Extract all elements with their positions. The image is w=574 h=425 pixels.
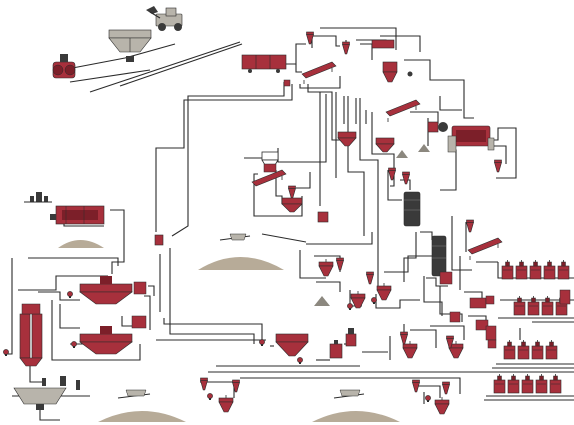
stockpile-icon xyxy=(98,411,186,422)
pump-icon xyxy=(154,234,164,246)
thickener-icon xyxy=(79,315,147,355)
flotation-cell-icon xyxy=(503,339,516,360)
column-cell-icon xyxy=(403,191,421,227)
hydrocyclone-icon xyxy=(400,331,408,345)
pump-icon xyxy=(258,338,266,347)
flotation-cell-bank xyxy=(485,289,571,349)
hydrocyclone-icon xyxy=(442,381,450,395)
front-loader-icon xyxy=(146,6,183,31)
flotation-cell-icon xyxy=(521,373,534,394)
pump-icon xyxy=(296,356,304,365)
flotation-cell-icon xyxy=(535,373,548,394)
stockpile-icon xyxy=(312,411,400,422)
hydrocyclone-icon xyxy=(200,377,208,391)
hydrocyclone-icon xyxy=(466,219,474,233)
flotation-cell-icon xyxy=(375,137,395,153)
flotation-cell-icon xyxy=(345,328,357,347)
thickener-icon xyxy=(79,276,147,305)
vibrating-screen-icon xyxy=(251,169,287,193)
pipe-network xyxy=(4,27,574,421)
flotation-cell-icon xyxy=(545,339,558,360)
feed-hopper-icon xyxy=(108,29,152,62)
pump-icon xyxy=(346,302,354,311)
flotation-cell-icon xyxy=(434,396,450,415)
vibrating-screen-icon xyxy=(385,99,421,123)
flotation-cell-bank xyxy=(493,373,562,394)
flotation-cell-icon xyxy=(529,259,542,280)
thickener-icon xyxy=(261,151,279,173)
flotation-cell-icon xyxy=(543,259,556,280)
ball-mill-icon xyxy=(447,125,495,153)
jaw-crusher-icon xyxy=(50,205,105,225)
hydrocyclone-icon xyxy=(494,159,502,173)
stockpile-icon xyxy=(396,150,408,158)
flotation-cell-icon xyxy=(527,295,540,316)
flotation-cell-icon xyxy=(557,259,570,280)
jaw-crusher-icon xyxy=(52,54,76,79)
conveyor-icon xyxy=(333,389,365,399)
flotation-cell-icon xyxy=(541,295,554,316)
flotation-cell-icon xyxy=(549,373,562,394)
grizzly-feeder-icon xyxy=(241,54,291,87)
flotation-cell-icon xyxy=(493,373,506,394)
flotation-cell-icon xyxy=(531,339,544,360)
flotation-cell-bank xyxy=(501,259,570,280)
pump-icon xyxy=(2,348,10,357)
pump-icon xyxy=(70,340,78,349)
reclaim-tunnel-icon xyxy=(24,192,52,203)
stockpile-icon xyxy=(198,257,284,270)
flotation-cell-icon xyxy=(275,333,309,357)
pump-icon xyxy=(317,211,329,223)
flotation-cell-icon xyxy=(337,131,357,147)
flotation-cell-icon xyxy=(513,295,526,316)
pump-icon xyxy=(206,392,214,401)
vibrating-screen-icon xyxy=(301,61,337,85)
flotation-cell-icon xyxy=(517,339,530,360)
hydrocyclone-icon xyxy=(342,41,350,55)
flotation-cell-icon xyxy=(501,259,514,280)
pump-icon xyxy=(66,290,74,299)
stockpile-icon xyxy=(418,144,430,152)
stockpile-icon xyxy=(314,296,330,306)
filter-press-icon xyxy=(19,303,43,367)
hydrocyclone-icon xyxy=(288,185,296,199)
hydrocyclone-icon xyxy=(336,257,344,271)
flotation-cell-icon xyxy=(515,259,528,280)
flotation-cell-icon xyxy=(507,373,520,394)
vibrating-screen-icon xyxy=(467,237,503,261)
hydrocyclone-icon xyxy=(402,171,410,185)
rod-mill-icon xyxy=(382,61,413,83)
tailings-tank-icon xyxy=(13,376,80,410)
flotation-cell-icon xyxy=(439,271,495,331)
hydrocyclone-icon xyxy=(427,121,448,133)
flotation-cell-icon xyxy=(318,258,334,277)
flotation-cell-icon xyxy=(376,282,392,301)
flotation-cell-bank xyxy=(503,339,558,360)
column-cell-icon xyxy=(431,235,447,277)
flotation-cell-icon xyxy=(218,394,234,413)
stockpile-icon xyxy=(58,240,104,248)
flotation-cell-icon xyxy=(281,197,303,213)
distributor-icon xyxy=(371,39,395,49)
flotation-cell-icon xyxy=(329,340,343,359)
flotation-cell-bank xyxy=(513,295,568,316)
conveyor-icon xyxy=(117,389,151,399)
pump-icon xyxy=(424,394,432,403)
conveyor-icon xyxy=(219,233,307,243)
hydrocyclone-icon xyxy=(366,271,374,285)
hydrocyclone-icon xyxy=(412,379,420,393)
